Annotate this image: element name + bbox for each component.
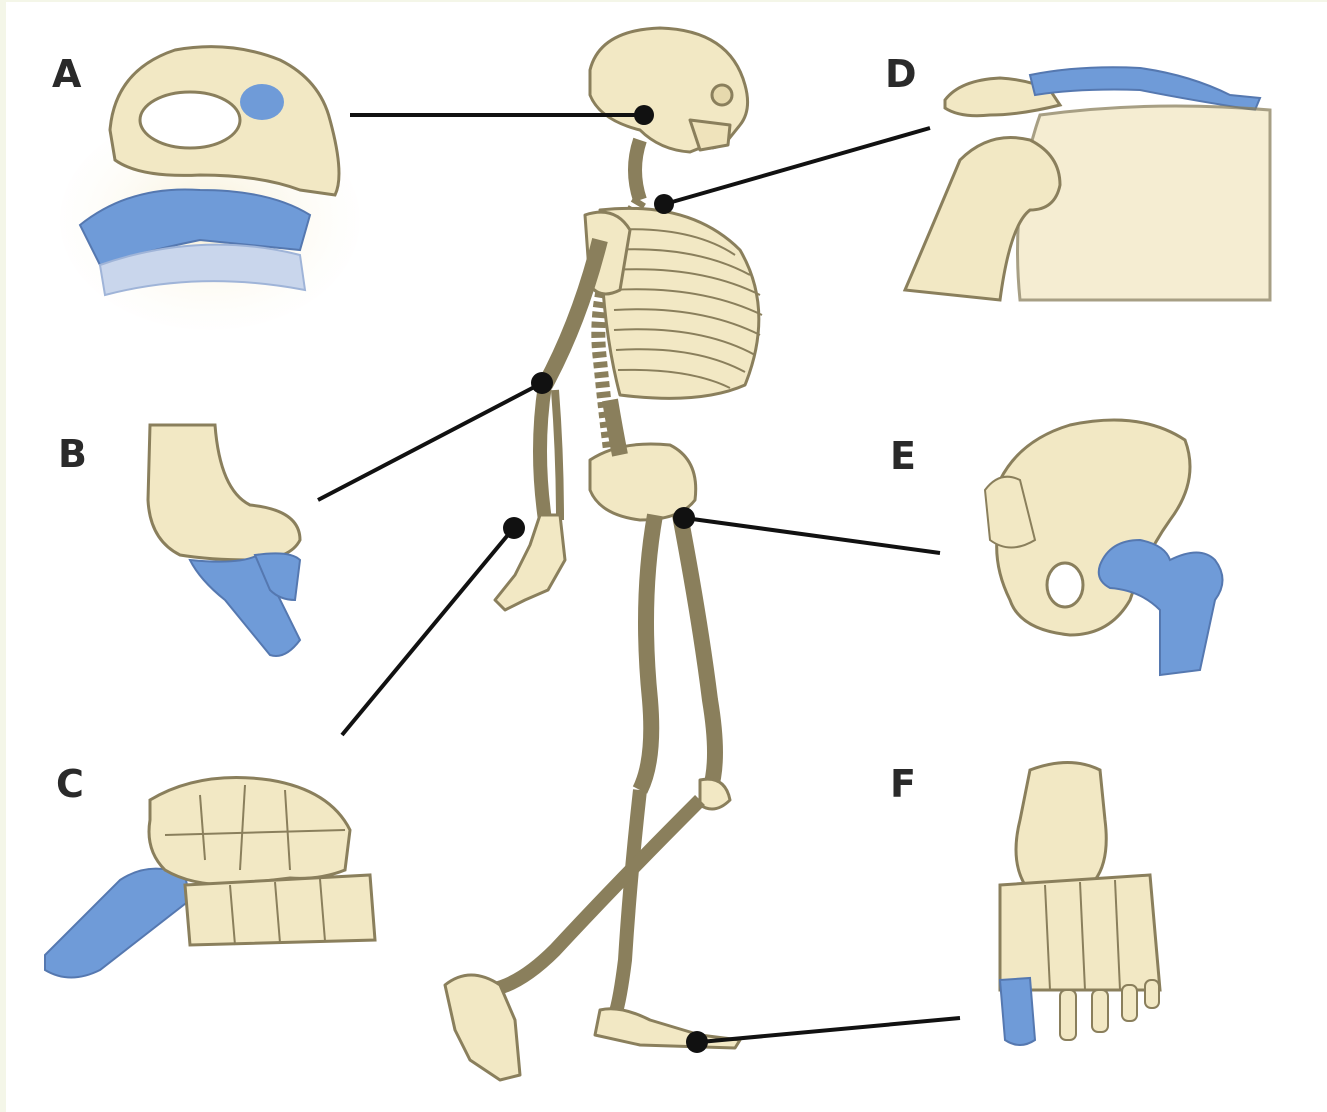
tarsals bbox=[1016, 763, 1106, 886]
scapula-body bbox=[1018, 106, 1271, 300]
label-c: C bbox=[56, 765, 84, 803]
atlas-facet bbox=[240, 84, 284, 120]
pointer-dot-b bbox=[531, 372, 553, 394]
humerus bbox=[545, 240, 600, 385]
panel-f-joint-icon bbox=[1000, 763, 1160, 1046]
pointer-dot-c bbox=[503, 517, 525, 539]
label-d: D bbox=[885, 55, 917, 93]
pointer-b bbox=[318, 383, 542, 500]
pointer-dot-f bbox=[686, 1031, 708, 1053]
femur-back bbox=[640, 515, 655, 790]
panel-e-joint-icon bbox=[985, 420, 1223, 675]
forearm-2 bbox=[555, 390, 560, 520]
tibia-front bbox=[490, 800, 700, 990]
label-e: E bbox=[890, 437, 916, 475]
humerus-end bbox=[148, 425, 300, 560]
femur-front bbox=[680, 515, 715, 790]
tibia-back bbox=[615, 790, 640, 1015]
label-b: B bbox=[58, 435, 87, 473]
lumbar-spine bbox=[610, 400, 620, 455]
forearm bbox=[540, 385, 545, 520]
eye-socket bbox=[712, 85, 732, 105]
panel-d-joint-icon bbox=[905, 67, 1270, 300]
pointer-c bbox=[342, 530, 512, 735]
atlas-foramen bbox=[140, 92, 240, 148]
clavicle-cartilage bbox=[1030, 67, 1260, 110]
pointer-e bbox=[685, 518, 940, 553]
label-a: A bbox=[52, 55, 81, 93]
pointer-dot-d bbox=[654, 194, 674, 214]
panel-a-joint-icon bbox=[60, 47, 360, 330]
obturator bbox=[1047, 563, 1083, 607]
radius-end bbox=[45, 869, 190, 978]
panel-b-joint-icon bbox=[148, 425, 300, 656]
cervical-spine bbox=[635, 140, 640, 200]
pointer-f bbox=[700, 1018, 960, 1042]
label-f: F bbox=[890, 765, 916, 803]
panel-c-joint-icon bbox=[45, 778, 375, 978]
pointer-dot-e bbox=[673, 507, 695, 529]
pointer-dot-a bbox=[634, 105, 654, 125]
big-toe-cartilage bbox=[1000, 978, 1035, 1045]
